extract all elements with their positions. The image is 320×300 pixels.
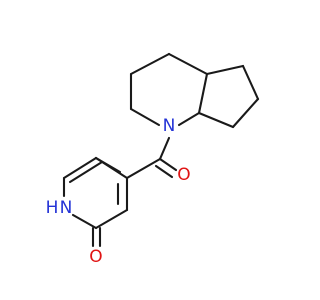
bond (68, 160, 104, 184)
atom-label-nitrogen: N (60, 198, 73, 218)
bond (205, 64, 245, 76)
bond (129, 107, 161, 127)
atom-label-oxygen: O (89, 247, 102, 267)
bond (158, 136, 171, 161)
bond (241, 64, 260, 101)
bond (197, 111, 235, 129)
bond (197, 72, 209, 115)
bond (62, 156, 98, 180)
bond (94, 156, 122, 174)
bond (177, 111, 201, 127)
bond (158, 157, 178, 172)
atom-label-nitrogen: N (163, 116, 176, 136)
atom-label-hydrogen: H (46, 198, 59, 218)
bond (71, 213, 98, 230)
bond (231, 97, 260, 129)
bond (94, 208, 129, 230)
atom-label-oxygen: O (177, 165, 190, 185)
molecule-canvas: N O H N O (45, 52, 260, 267)
structure-diagram: N O H N O (46, 52, 260, 267)
bond (129, 52, 171, 76)
bond (154, 164, 174, 179)
bond (167, 52, 209, 76)
bond (125, 157, 162, 180)
